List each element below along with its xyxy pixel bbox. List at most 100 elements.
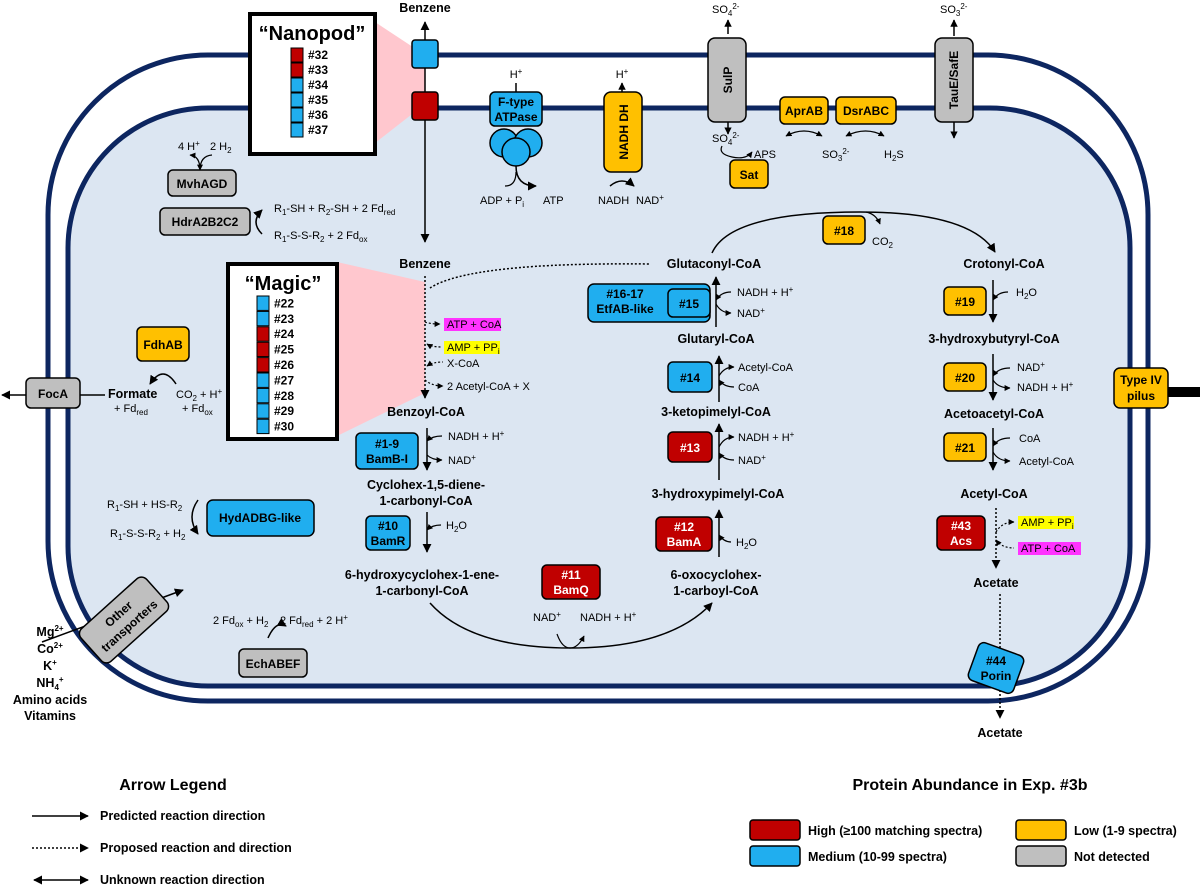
bamq-label-1: #11 — [561, 568, 581, 582]
benzene-inside: Benzene — [399, 257, 450, 271]
magic-item-id: #22 — [274, 296, 294, 310]
b19-box — [943, 286, 987, 316]
hydroxypimelyl-coa: 3-hydroxypimelyl-CoA — [652, 487, 785, 501]
foca-box — [25, 377, 81, 409]
etfab-label-2: EtfAB-like — [596, 302, 654, 316]
bamb-nad: NAD+ — [448, 453, 476, 467]
b14-coa: CoA — [738, 382, 760, 394]
bamq-step: #11 BamQ NAD+ NADH + H+ 6-oxocyclohex- 1… — [429, 564, 762, 649]
acs-atp-badge — [1018, 542, 1081, 555]
nadhdh-box — [603, 91, 643, 173]
bamr-label-2: BamR — [371, 534, 406, 548]
dsrabc-label: DsrABC — [843, 104, 889, 118]
magic-item-swatch — [256, 372, 270, 388]
magic-item-id: #23 — [274, 312, 294, 326]
aprab-box — [779, 96, 829, 125]
b21-coa: CoA — [1019, 433, 1041, 445]
benzene-transport: Benzene Benzene — [399, 1, 450, 271]
bamr-label-1: #10 — [378, 519, 398, 533]
formate-metabolism: FdhAB Formate + Fdred CO2 + H+ + Fdox Fo… — [1, 326, 222, 417]
abundance-legend: Protein Abundance in Exp. #3b High (≥100… — [749, 777, 1177, 867]
hydroxycyclohex-2: 1-carbonyl-CoA — [375, 584, 468, 598]
acs-label-1: #43 — [951, 519, 971, 533]
amp-ppi-label: AMP + PPi — [447, 342, 500, 356]
nanopod-item-swatch — [290, 62, 304, 78]
legend-not-detected: Not detected — [1074, 850, 1150, 864]
co2-h: CO2 + H+ — [176, 387, 222, 403]
magic-item-id: #27 — [274, 373, 294, 387]
dsrabc-box — [835, 96, 897, 125]
typeiv-label-2: pilus — [1127, 389, 1155, 403]
porin-export: #44 Porin Acetate — [967, 594, 1025, 740]
bamb-nadh: NADH + H+ — [448, 429, 505, 443]
nanopod-list: #32#33#34#35#36#37 — [290, 47, 328, 138]
hdr-product: R1-S-S-R2 + 2 Fdox — [274, 230, 367, 244]
sulp-so4-in: SO42- — [712, 131, 740, 147]
sulp-label: SulP — [721, 67, 735, 94]
magic-item-swatch — [256, 357, 270, 373]
step-13: #13 NADH + H+ NAD+ 3-ketopimelyl-CoA — [661, 405, 795, 480]
bamq-box — [541, 564, 601, 600]
magic-item-id: #29 — [274, 404, 294, 418]
other-transporters: Other transporters Mg2+ Co2+ K+ NH4+ Ami… — [13, 576, 184, 723]
crotonyl-coa: Crotonyl-CoA — [963, 257, 1044, 271]
other-transporters-box — [78, 576, 170, 664]
nadh-dehydrogenase: H+ NADH DH NADH NAD+ — [598, 67, 664, 207]
magic-item-swatch — [256, 341, 270, 358]
b20-nad: NAD+ — [1017, 360, 1045, 374]
abundance-legend-title: Protein Abundance in Exp. #3b — [853, 777, 1088, 794]
glutaryl-coa: Glutaryl-CoA — [677, 332, 754, 346]
atpase-box — [489, 91, 543, 127]
nanopod-box: “Nanopod” #32#33#34#35#36#37 — [248, 12, 377, 156]
nanopod-inner-channel — [411, 91, 439, 121]
bamb-label-1: #1-9 — [375, 437, 399, 451]
b13-label: #13 — [680, 441, 700, 455]
magic-item-id: #30 — [274, 420, 294, 434]
b21-label: #21 — [955, 441, 975, 455]
acetyl-x-label: 2 Acetyl-CoA + X — [447, 381, 531, 393]
step-21: #21 CoA Acetyl-CoA Acetyl-CoA — [943, 428, 1075, 501]
acetate-inside: Acetate — [973, 576, 1018, 590]
fdhab-label: FdhAB — [143, 338, 183, 352]
b18-box — [822, 215, 866, 245]
sat-box — [729, 159, 769, 189]
porin-label-1: #44 — [986, 654, 1006, 668]
nanopod-item-id: #37 — [308, 123, 328, 137]
hydroxycyclohex-1: 6-hydroxycyclohex-1-ene- — [345, 568, 499, 582]
magic-item-swatch — [256, 403, 270, 419]
atpase-label-2: ATPase — [494, 110, 537, 124]
nanopod-item-swatch — [290, 107, 304, 123]
co2-fd: + Fdox — [182, 403, 213, 417]
sulp-transporter: SO42- SulP SO42- Sat APS — [707, 2, 776, 189]
f-type-atpase: H+ F-type ATPase ADP + Pi ATP — [480, 67, 564, 209]
b15-label: #15 — [679, 297, 699, 311]
b21-box — [943, 432, 987, 462]
proposed-link — [429, 263, 651, 289]
nanopod-item-swatch — [290, 92, 304, 108]
magic-item-id: #25 — [274, 343, 294, 357]
magic-item-id: #26 — [274, 358, 294, 372]
porin-label-2: Porin — [981, 669, 1012, 683]
echabef-label: EchABEF — [246, 657, 301, 671]
aprab-label: AprAB — [785, 104, 823, 118]
bama-label-2: BamA — [667, 535, 702, 549]
atpase-adp: ADP + Pi — [480, 195, 524, 209]
bamr-h2o: H2O — [446, 520, 467, 534]
high-swatch — [749, 819, 801, 841]
magic-projection — [337, 262, 425, 436]
nanopod-outer-channel — [411, 39, 439, 69]
foca-label: FocA — [38, 387, 68, 401]
legend-high: High (≥100 matching spectra) — [808, 824, 982, 838]
mvhagd-label: MvhAGD — [177, 177, 228, 191]
legend-low: Low (1-9 spectra) — [1074, 824, 1177, 838]
b19-h2o: H2O — [1016, 287, 1037, 301]
acetate-outside: Acetate — [977, 726, 1022, 740]
b15-nad: NAD+ — [737, 306, 765, 320]
step-15: #16-17 EtfAB-like #15 NADH + H+ NAD+ Glu… — [587, 257, 794, 327]
step-14: #14 Acetyl-CoA CoA Glutaryl-CoA — [667, 332, 794, 402]
magic-title: “Magic” — [245, 273, 322, 295]
ech-left: 2 Fdox + H2 — [213, 615, 269, 629]
b20-label: #20 — [955, 371, 975, 385]
acs-amp-badge — [1018, 516, 1074, 529]
b15-nadh: NADH + H+ — [737, 285, 794, 299]
